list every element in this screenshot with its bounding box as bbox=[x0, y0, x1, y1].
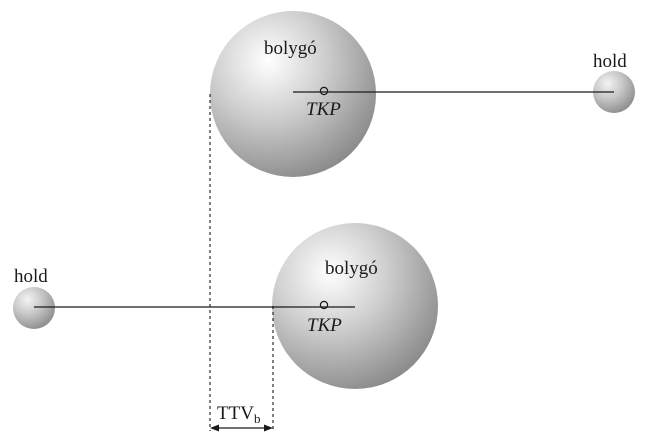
barycenter-marker-top bbox=[319, 86, 329, 96]
moon-sphere-bottom bbox=[13, 287, 55, 329]
bottom-system: bolygó hold TKP bbox=[13, 223, 438, 389]
planet-label-bottom: bolygó bbox=[325, 258, 378, 279]
top-system: bolygó hold TKP bbox=[210, 11, 635, 177]
arrowhead-right bbox=[264, 424, 273, 432]
offset-guides: TTVb bbox=[209, 94, 274, 432]
barycenter-marker-bottom bbox=[319, 300, 329, 310]
planet-label-top: bolygó bbox=[264, 38, 317, 59]
moon-label-bottom: hold bbox=[14, 266, 48, 287]
barycenter-label-top: TKP bbox=[306, 99, 341, 120]
planet-sphere-top bbox=[210, 11, 376, 177]
moon-label-top: hold bbox=[593, 51, 627, 72]
offset-label-subscript: b bbox=[254, 411, 261, 426]
planet-sphere-bottom bbox=[272, 223, 438, 389]
arrowhead-left bbox=[210, 424, 219, 432]
offset-label-main: TTV bbox=[217, 403, 254, 424]
barycenter-label-bottom: TKP bbox=[307, 315, 342, 336]
offset-label: TTVb bbox=[217, 403, 260, 426]
